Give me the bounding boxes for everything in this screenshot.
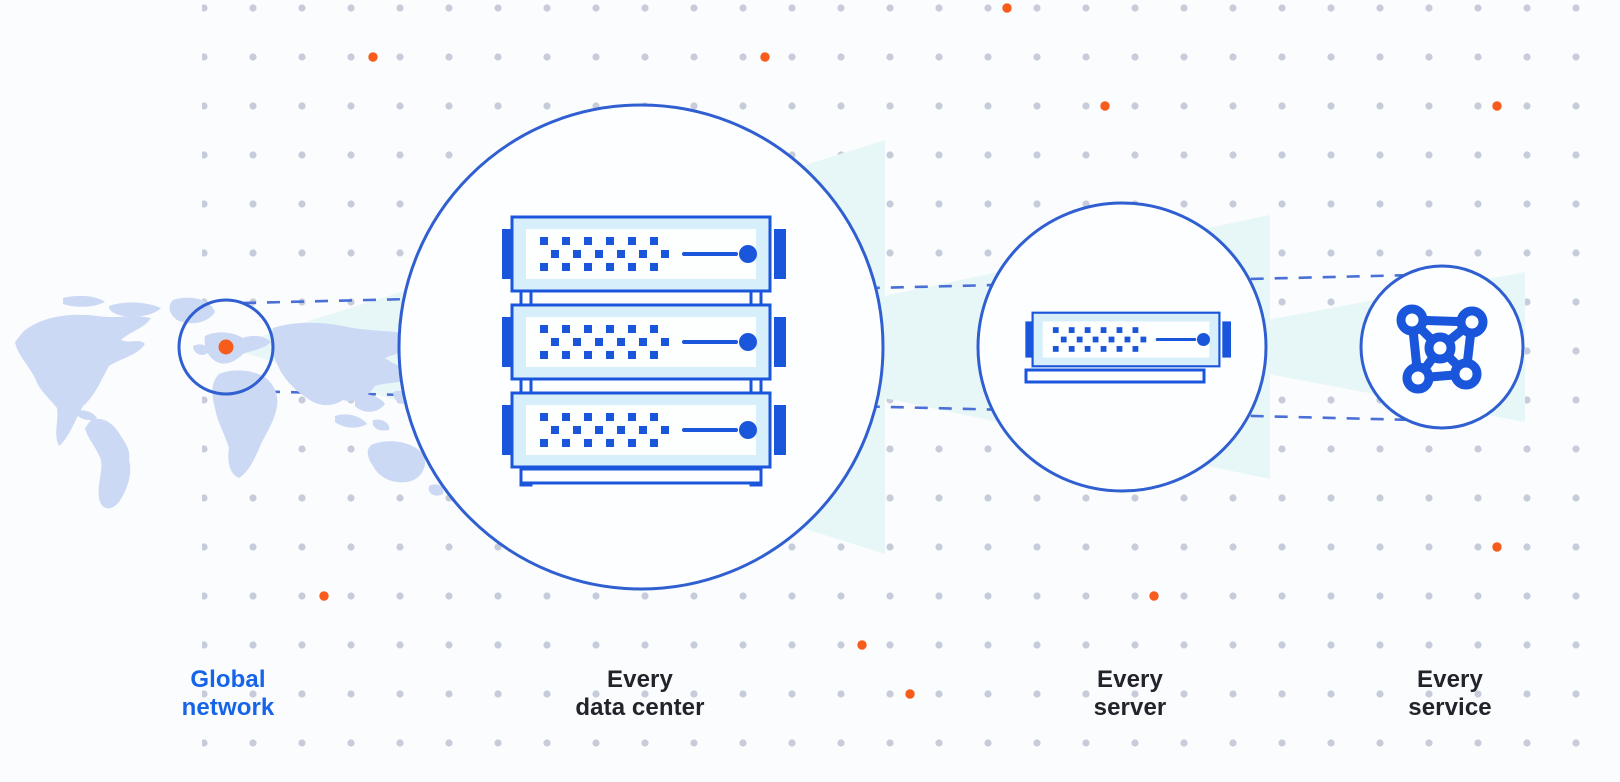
server-unit-2: [500, 303, 786, 381]
accent-dot: [1002, 3, 1012, 13]
accent-dot: [368, 52, 378, 62]
accent-dot: [857, 640, 867, 650]
server-unit-icon: [1023, 311, 1231, 384]
server-unit-3: [500, 391, 786, 469]
accent-dot: [1492, 542, 1502, 552]
accent-dot: [1149, 591, 1159, 601]
accent-dot-group: [221, 3, 1502, 699]
accent-dot: [760, 52, 770, 62]
network-nodes-icon: [1396, 304, 1488, 394]
accent-dot: [319, 591, 329, 601]
server-unit-single: [1023, 311, 1231, 368]
accent-dot: [1492, 101, 1502, 111]
accent-dot: [905, 689, 915, 699]
accent-dot: [221, 342, 231, 352]
accent-dot: [1100, 101, 1110, 111]
server-unit-1: [500, 215, 786, 293]
server-rack-icon: [500, 215, 786, 487]
